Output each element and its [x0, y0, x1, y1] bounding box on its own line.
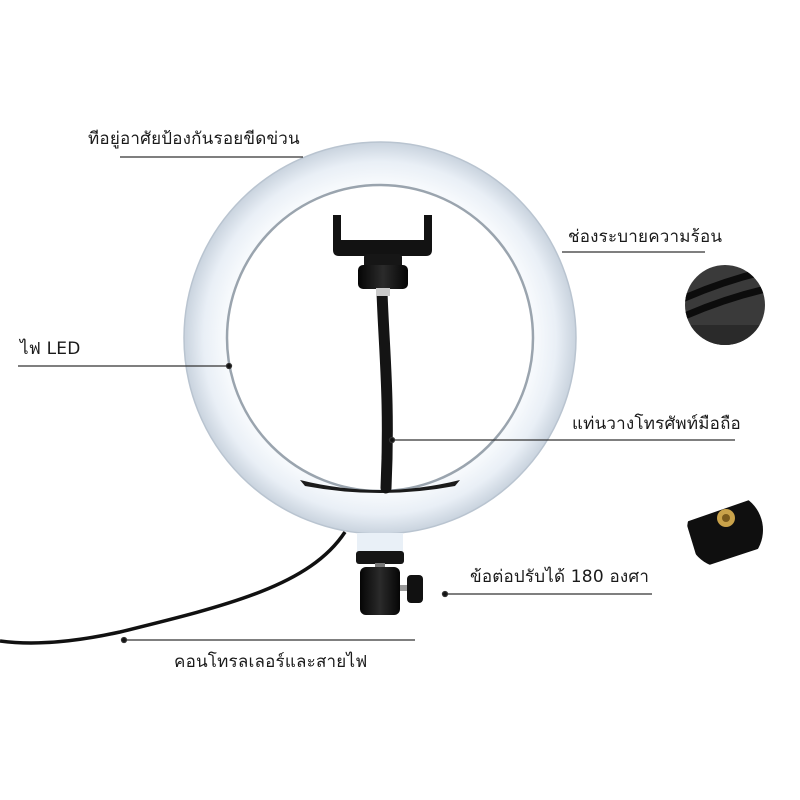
callout-led-light: ไฟ LED — [20, 339, 81, 359]
leader-lines — [18, 156, 735, 644]
callout-heat-vent: ช่องระบายความร้อน — [568, 227, 723, 247]
phone-holder-arm — [333, 215, 432, 494]
callout-controller-cable: คอนโทรลเลอร์และสายไฟ — [174, 652, 368, 672]
ball-head-mount — [356, 533, 423, 615]
power-cable — [0, 531, 347, 645]
callout-protective-shell: ทีอยู่อาศัยป้องกันรอยขีดข่วน — [88, 129, 300, 149]
callout-phone-holder: แท่นวางโทรศัพท์มือถือ — [572, 414, 741, 434]
heat-vent-closeup-image — [685, 265, 765, 345]
thread-insert-closeup-image — [687, 492, 763, 568]
callout-ball-joint: ข้อต่อปรับได้ 180 องศา — [470, 567, 650, 587]
